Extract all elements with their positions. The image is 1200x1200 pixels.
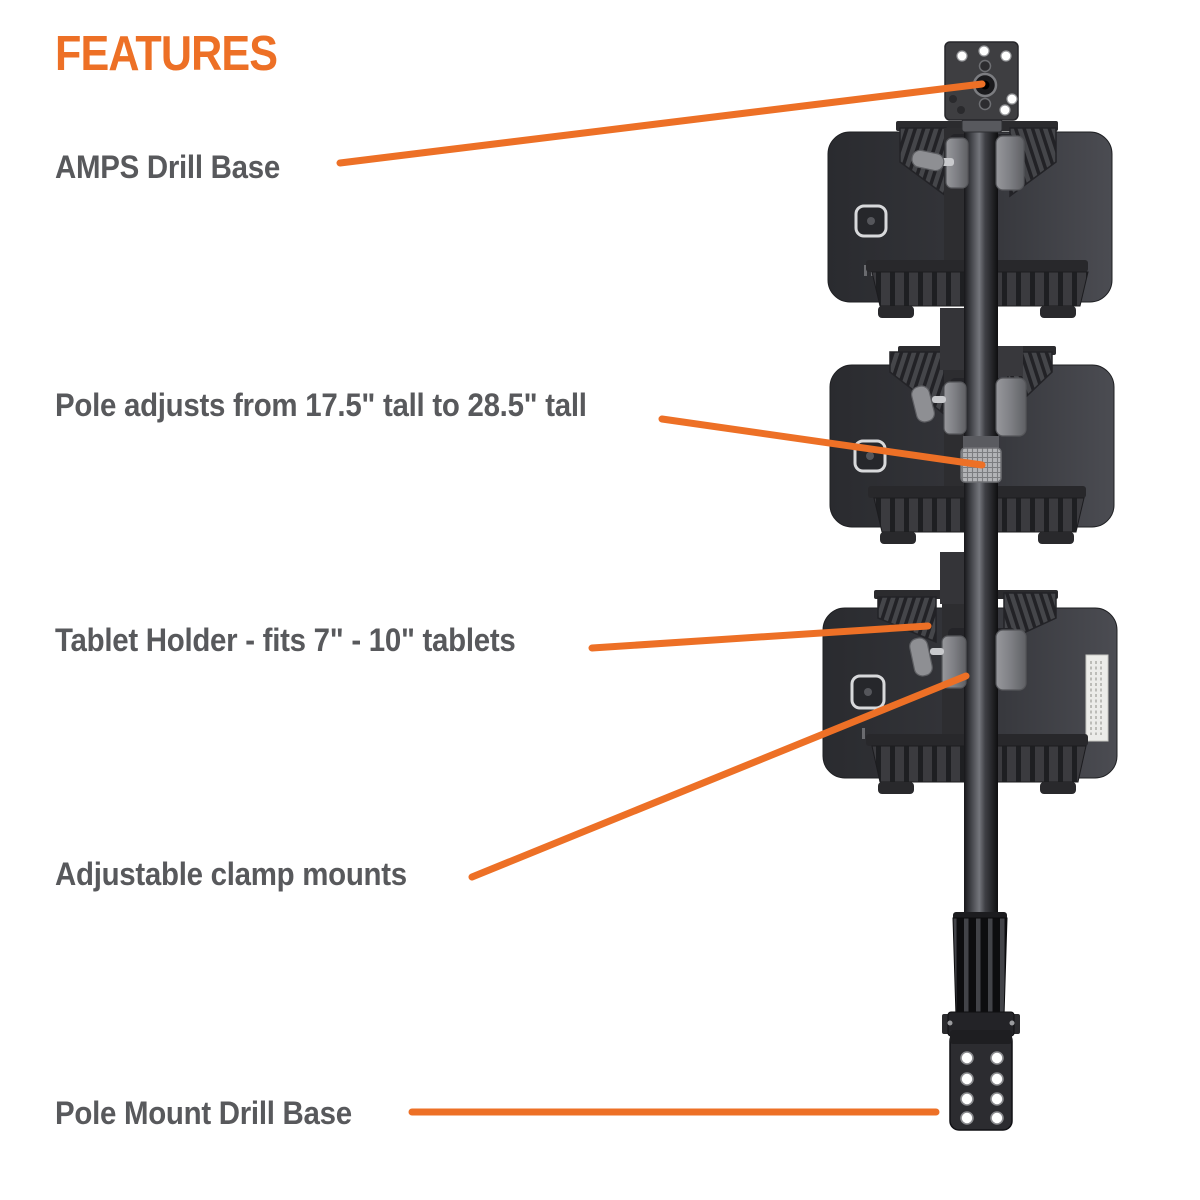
base-clamp-screw	[947, 1020, 953, 1026]
callout-pole-height-adjust: Pole adjusts from 17.5" tall to 28.5" ta…	[55, 387, 587, 423]
pole-sleeve-edge	[963, 436, 999, 448]
holder-1-right-foot	[1040, 306, 1076, 318]
clamp-3-right-jaw	[995, 629, 1027, 691]
base-clamp-screw	[1009, 1020, 1015, 1026]
leader-line-adjustable-clamps	[468, 672, 970, 881]
clamp-mount-1	[911, 135, 1025, 191]
clamp-3-pin	[930, 648, 944, 655]
clamp-2-lever	[911, 385, 935, 423]
leader-line-pole-height-adjust	[658, 415, 986, 469]
callout-pole-mount-drill-base: Pole Mount Drill Base	[55, 1095, 352, 1131]
tablet-3-label-sticker	[1085, 654, 1109, 742]
tablet-1-camera-lens	[867, 217, 875, 225]
clamp-2-right-jaw	[995, 377, 1027, 437]
lower-fluted-tube	[952, 917, 1008, 1017]
page-title: FEATURES	[55, 27, 278, 81]
pole-top-collar	[961, 118, 1003, 133]
pole-joint-arm	[997, 346, 1023, 376]
leader-line-amps-drill-base	[336, 80, 986, 167]
holder-3-left-foot	[878, 782, 914, 794]
tablet-3-camera-lens	[864, 688, 872, 696]
amps-screw-top	[978, 59, 992, 73]
clamp-2-left-jaw	[943, 381, 967, 435]
clamp-mount-2	[911, 377, 1027, 437]
tablet-1-speaker-slot	[864, 265, 867, 276]
clamp-2-pin	[932, 396, 946, 403]
holder-2-right-foot	[1038, 532, 1074, 544]
holder-3-right-foot	[1040, 782, 1076, 794]
amps-plate-recessed-hole	[949, 95, 957, 103]
leader-lines	[336, 80, 986, 1116]
holder-3-left-wing	[877, 596, 937, 644]
sticker-text-lines	[1090, 661, 1102, 735]
amps-screw-bottom	[978, 97, 992, 111]
clamp-3-lever	[909, 637, 933, 677]
callout-tablet-holder: Tablet Holder - fits 7" - 10" tablets	[55, 622, 516, 658]
drill-base-holes	[960, 1051, 1004, 1125]
callout-adjustable-clamps: Adjustable clamp mounts	[55, 856, 407, 892]
telescoping-pole	[964, 122, 998, 926]
tablet-2-camera-lens	[866, 452, 874, 460]
amps-plate-holes	[956, 45, 1018, 116]
callout-amps-drill-base: AMPS Drill Base	[55, 149, 280, 185]
tablet-3-speaker-slot	[862, 728, 865, 739]
amps-plate-recessed-hole	[957, 106, 965, 114]
clamp-1-right-jaw	[995, 135, 1025, 191]
drill-base-plate-lip	[950, 1030, 1012, 1044]
clamp-1-lever	[911, 149, 945, 172]
holder-1-left-foot	[878, 306, 914, 318]
pole-mount-drill-base	[942, 912, 1020, 1131]
leader-line-tablet-holder	[588, 622, 932, 652]
holder-2-left-foot	[880, 532, 916, 544]
